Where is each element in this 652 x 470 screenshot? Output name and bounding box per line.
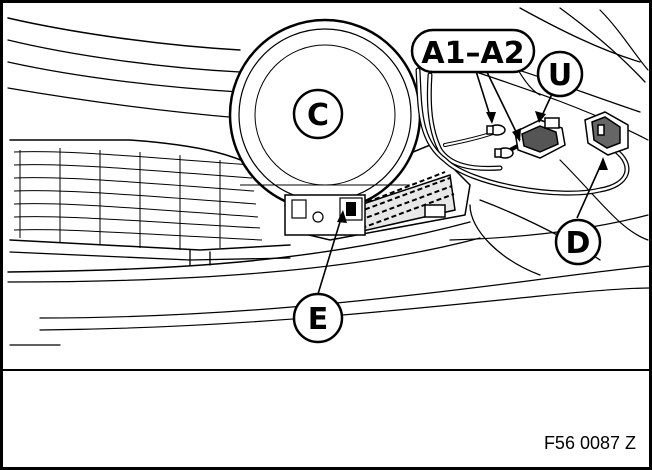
grille-slats — [13, 148, 263, 250]
label-d: D — [554, 218, 602, 266]
label-u: U — [536, 50, 584, 98]
label-e: E — [292, 292, 344, 344]
label-u-text: U — [548, 58, 572, 93]
ring-terminals — [486, 124, 514, 159]
bracket-hatching — [349, 171, 455, 232]
figure-reference: F56 0087 Z — [544, 433, 636, 453]
label-d-text: D — [566, 226, 591, 261]
arrowheads — [337, 111, 608, 223]
connector-d — [584, 111, 629, 156]
label-c-text: C — [307, 98, 329, 133]
label-a1a2: A1–A2 — [410, 28, 536, 74]
label-c: C — [292, 88, 344, 140]
connector-u — [514, 117, 566, 159]
label-e-text: E — [308, 302, 329, 337]
label-a1a2-text: A1–A2 — [421, 36, 524, 71]
